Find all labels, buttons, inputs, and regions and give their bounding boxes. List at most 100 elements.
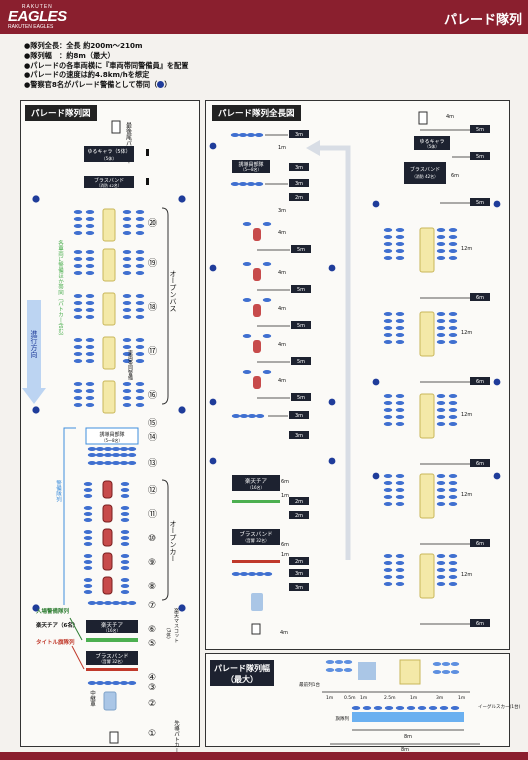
mid-dist-r2: 3m xyxy=(295,585,303,591)
mid-guard-ped-2 xyxy=(246,182,256,186)
logo-sub-text: RAKUTEN EAGLES xyxy=(8,24,54,30)
rb-ped-l2-1-2 xyxy=(395,326,405,330)
right-dist-1: 5m xyxy=(476,127,484,133)
bus-ped-r-2-2 xyxy=(122,308,132,312)
mc-ped-r-1 xyxy=(262,262,272,266)
guide-line xyxy=(63,427,76,605)
right-bus-4 xyxy=(419,553,435,599)
bus-ped-l-4-0 xyxy=(73,382,83,386)
row7-ped-0 xyxy=(87,601,97,605)
num-6: ⑥ xyxy=(148,625,156,635)
row3-ped-5 xyxy=(127,681,137,685)
notes-block: ●隊列全長：全長 約200m～210m ●隊列幅 ：約8m（最大） ●パレードの… xyxy=(24,41,188,90)
bus-ped-r2-4-1 xyxy=(135,389,145,393)
bus-ped-r-0-3 xyxy=(122,231,132,235)
rb-ped-l2-3-4 xyxy=(395,502,405,506)
rb-ped-r-1-1 xyxy=(436,319,446,323)
mid-dist-cheer: 6m xyxy=(281,479,289,485)
mascot-team-label: 楽天マスコット xyxy=(173,607,179,643)
rb-ped-l2-3-3 xyxy=(395,495,405,499)
bus-ped-r2-3-0 xyxy=(135,338,145,342)
mid-r7-ped-2 xyxy=(247,414,257,418)
guide-box-sub: （5～8名） xyxy=(101,437,122,443)
num-19: ⑲ xyxy=(148,258,157,269)
guide-box-label: 誘導員部隊 xyxy=(99,431,124,438)
bus-ped-r-4-1 xyxy=(122,389,132,393)
rb-ped-r-2-3 xyxy=(436,415,446,419)
bus-ped-r-4-0 xyxy=(122,382,132,386)
rb-ped-l-2-1 xyxy=(383,401,393,405)
car-ped-r-1-0 xyxy=(120,506,130,510)
mid-band-box xyxy=(232,529,280,545)
right-bus-3 xyxy=(419,473,435,519)
right-mascot-sub: （5体） xyxy=(425,143,440,149)
w-ped-c-1 xyxy=(441,662,451,666)
mc-ped-l-3 xyxy=(242,334,252,338)
mid-r7-ped-1 xyxy=(239,414,249,418)
rb-ped-l2-2-1 xyxy=(395,401,405,405)
mid-dist-5: 3m xyxy=(278,208,286,214)
w-flag-ped-3 xyxy=(384,706,394,710)
rb-ped-l2-4-0 xyxy=(395,554,405,558)
car-ped-l-2-0 xyxy=(83,530,93,534)
vehicle-guard-label: 車両帯同警備 xyxy=(127,349,133,381)
police-dot-left-3 xyxy=(178,406,186,414)
mid-dist-g2: 2m xyxy=(295,513,303,519)
mc-ped-l-4 xyxy=(242,370,252,374)
guard-ped-0 xyxy=(87,461,97,465)
right-dist-4-box xyxy=(470,198,490,206)
row3-ped-0 xyxy=(87,681,97,685)
rb-ped-r2-4-3 xyxy=(448,575,458,579)
row3-ped-3 xyxy=(111,681,121,685)
rb-ped-r-0-3 xyxy=(436,249,446,253)
mid-band-label: ブラスバンド xyxy=(239,530,272,538)
w-total-label2: 8m xyxy=(401,747,409,753)
mc-ped-l-2 xyxy=(242,298,252,302)
mascot-box xyxy=(84,146,134,162)
num-17: ⑰ xyxy=(148,346,157,357)
mid-car-tag-0: 5m xyxy=(297,247,305,253)
num-13: ⑬ xyxy=(148,458,157,469)
bus-ped-l2-1-0 xyxy=(85,250,95,254)
right-bus-tag-2-box xyxy=(470,459,490,467)
rb-ped-r2-2-4 xyxy=(448,422,458,426)
rb-ped-r-4-0 xyxy=(436,554,446,558)
rb-ped-l-2-2 xyxy=(383,408,393,412)
right-dist-2: 6m xyxy=(451,173,459,179)
car-ped-r-4-2 xyxy=(120,590,130,594)
rb-ped-r2-2-3 xyxy=(448,415,458,419)
num-2: ② xyxy=(148,699,156,709)
bus-ped-r-1-3 xyxy=(122,271,132,275)
guard-side-label: 入場警備隊列 xyxy=(35,607,70,615)
bus-ped-r2-3-1 xyxy=(135,345,145,349)
bus-ped-l2-4-3 xyxy=(85,403,95,407)
police-dot-right-5 xyxy=(493,472,501,480)
rb-ped-r-2-2 xyxy=(436,408,446,412)
car-ped-r-4-0 xyxy=(120,578,130,582)
mid-r7-ped-0 xyxy=(231,414,241,418)
w-dim-5: 3m xyxy=(436,695,443,701)
car-ped-l-1-1 xyxy=(83,512,93,516)
open-car-2 xyxy=(102,528,113,547)
bus-ped-l-1-2 xyxy=(73,264,83,268)
note-police: ●警察官8名がパレード警備として帯同（） xyxy=(24,80,172,90)
bus-ped-l-2-1 xyxy=(73,301,83,305)
mid-dist-1: 1m xyxy=(278,145,286,151)
rb-ped-l2-3-0 xyxy=(395,474,405,478)
car-ped-r-1-2 xyxy=(120,518,130,522)
guard-ped-3 xyxy=(111,461,121,465)
rb-ped-l-0-0 xyxy=(383,228,393,232)
rb-ped-r-1-4 xyxy=(436,340,446,344)
rb-ped-l2-0-1 xyxy=(395,235,405,239)
police-dot-left-1 xyxy=(178,195,186,203)
right-band-box xyxy=(404,162,446,184)
w-ped-a-1 xyxy=(334,660,344,664)
bus-ped-r2-1-1 xyxy=(135,257,145,261)
open-car-3 xyxy=(102,552,113,571)
width-panel xyxy=(205,653,510,747)
w-flag-band xyxy=(352,712,464,722)
relay-car-icon xyxy=(103,691,117,711)
w-dim-2: 1m xyxy=(360,695,367,701)
rb-ped-l-3-1 xyxy=(383,481,393,485)
